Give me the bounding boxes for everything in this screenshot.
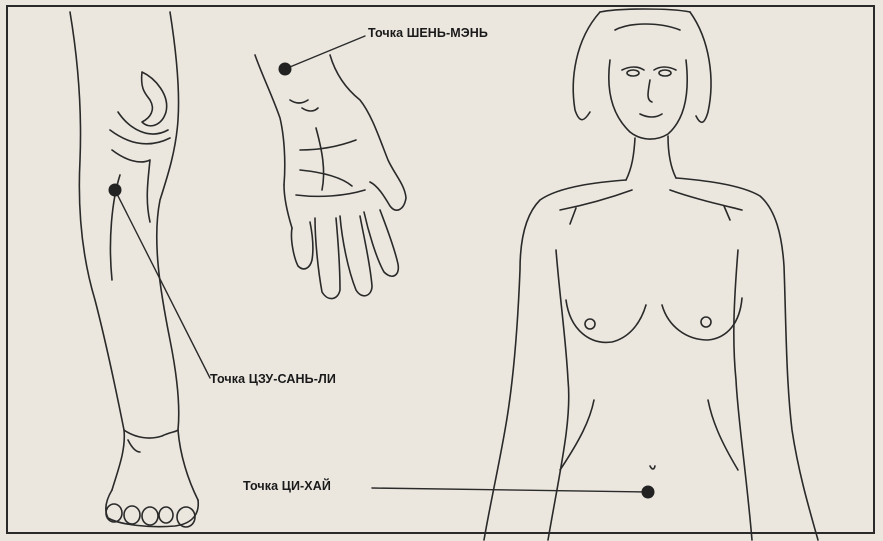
hand-drawing: [255, 55, 406, 299]
torso-drawing: [484, 9, 818, 540]
ci-hai-point: [642, 486, 655, 499]
label-ci-hai: Точка ЦИ-ХАЙ: [243, 479, 331, 493]
label-shen-men: Точка ШЕНЬ-МЭНЬ: [368, 26, 488, 40]
shen-men-point: [279, 63, 292, 76]
leg-drawing: [70, 12, 198, 527]
czu-san-li-point: [109, 184, 122, 197]
shen-men-leader-line: [285, 36, 365, 69]
label-czu-san-li: Точка ЦЗУ-САНЬ-ЛИ: [210, 372, 336, 386]
czu-san-li-leader-line: [115, 190, 210, 378]
ci-hai-leader-line: [372, 488, 648, 492]
